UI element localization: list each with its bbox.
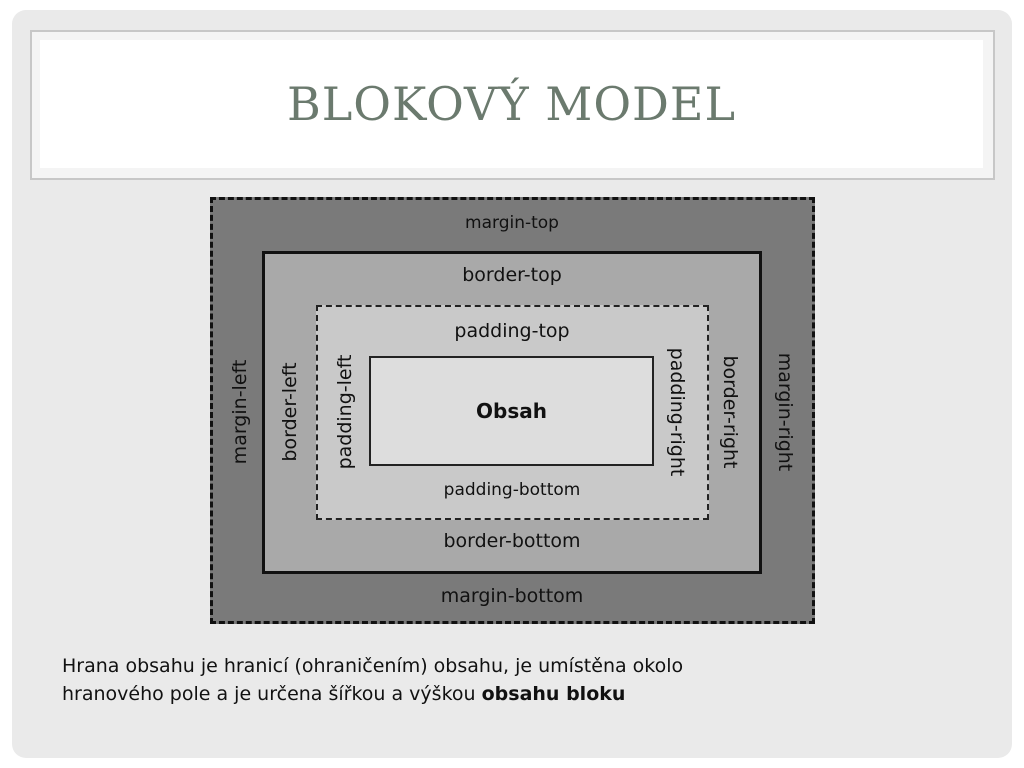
caption: Hrana obsahu je hranicí (ohraničením) ob…: [62, 652, 952, 708]
content-area: Obsah: [369, 356, 654, 466]
padding-top-label: padding-top: [454, 320, 570, 342]
border-bottom-label: border-bottom: [443, 530, 581, 552]
margin-bottom-label: margin-bottom: [440, 585, 584, 607]
border-left-label: border-left: [279, 362, 301, 462]
margin-right-label: margin-right: [774, 352, 796, 472]
margin-top-label: margin-top: [465, 213, 559, 233]
border-right-label: border-right: [719, 355, 741, 469]
padding-left-label: padding-left: [334, 354, 356, 470]
margin-left-label: margin-left: [229, 359, 251, 465]
caption-bold-end: obsahu bloku: [481, 683, 626, 705]
padding-right-label: padding-right: [666, 347, 688, 477]
title-box: Blokový model: [40, 40, 983, 168]
caption-line-2: hranového pole a je určena šířkou a výšk…: [62, 680, 952, 708]
caption-line-1: Hrana obsahu je hranicí (ohraničením) ob…: [62, 655, 684, 677]
padding-bottom-label: padding-bottom: [443, 480, 581, 500]
border-top-label: border-top: [462, 264, 562, 286]
slide-title: Blokový model: [286, 77, 737, 131]
content-label: Obsah: [476, 399, 547, 423]
caption-line-2-text: hranového pole a je určena šířkou a výšk…: [62, 683, 476, 705]
